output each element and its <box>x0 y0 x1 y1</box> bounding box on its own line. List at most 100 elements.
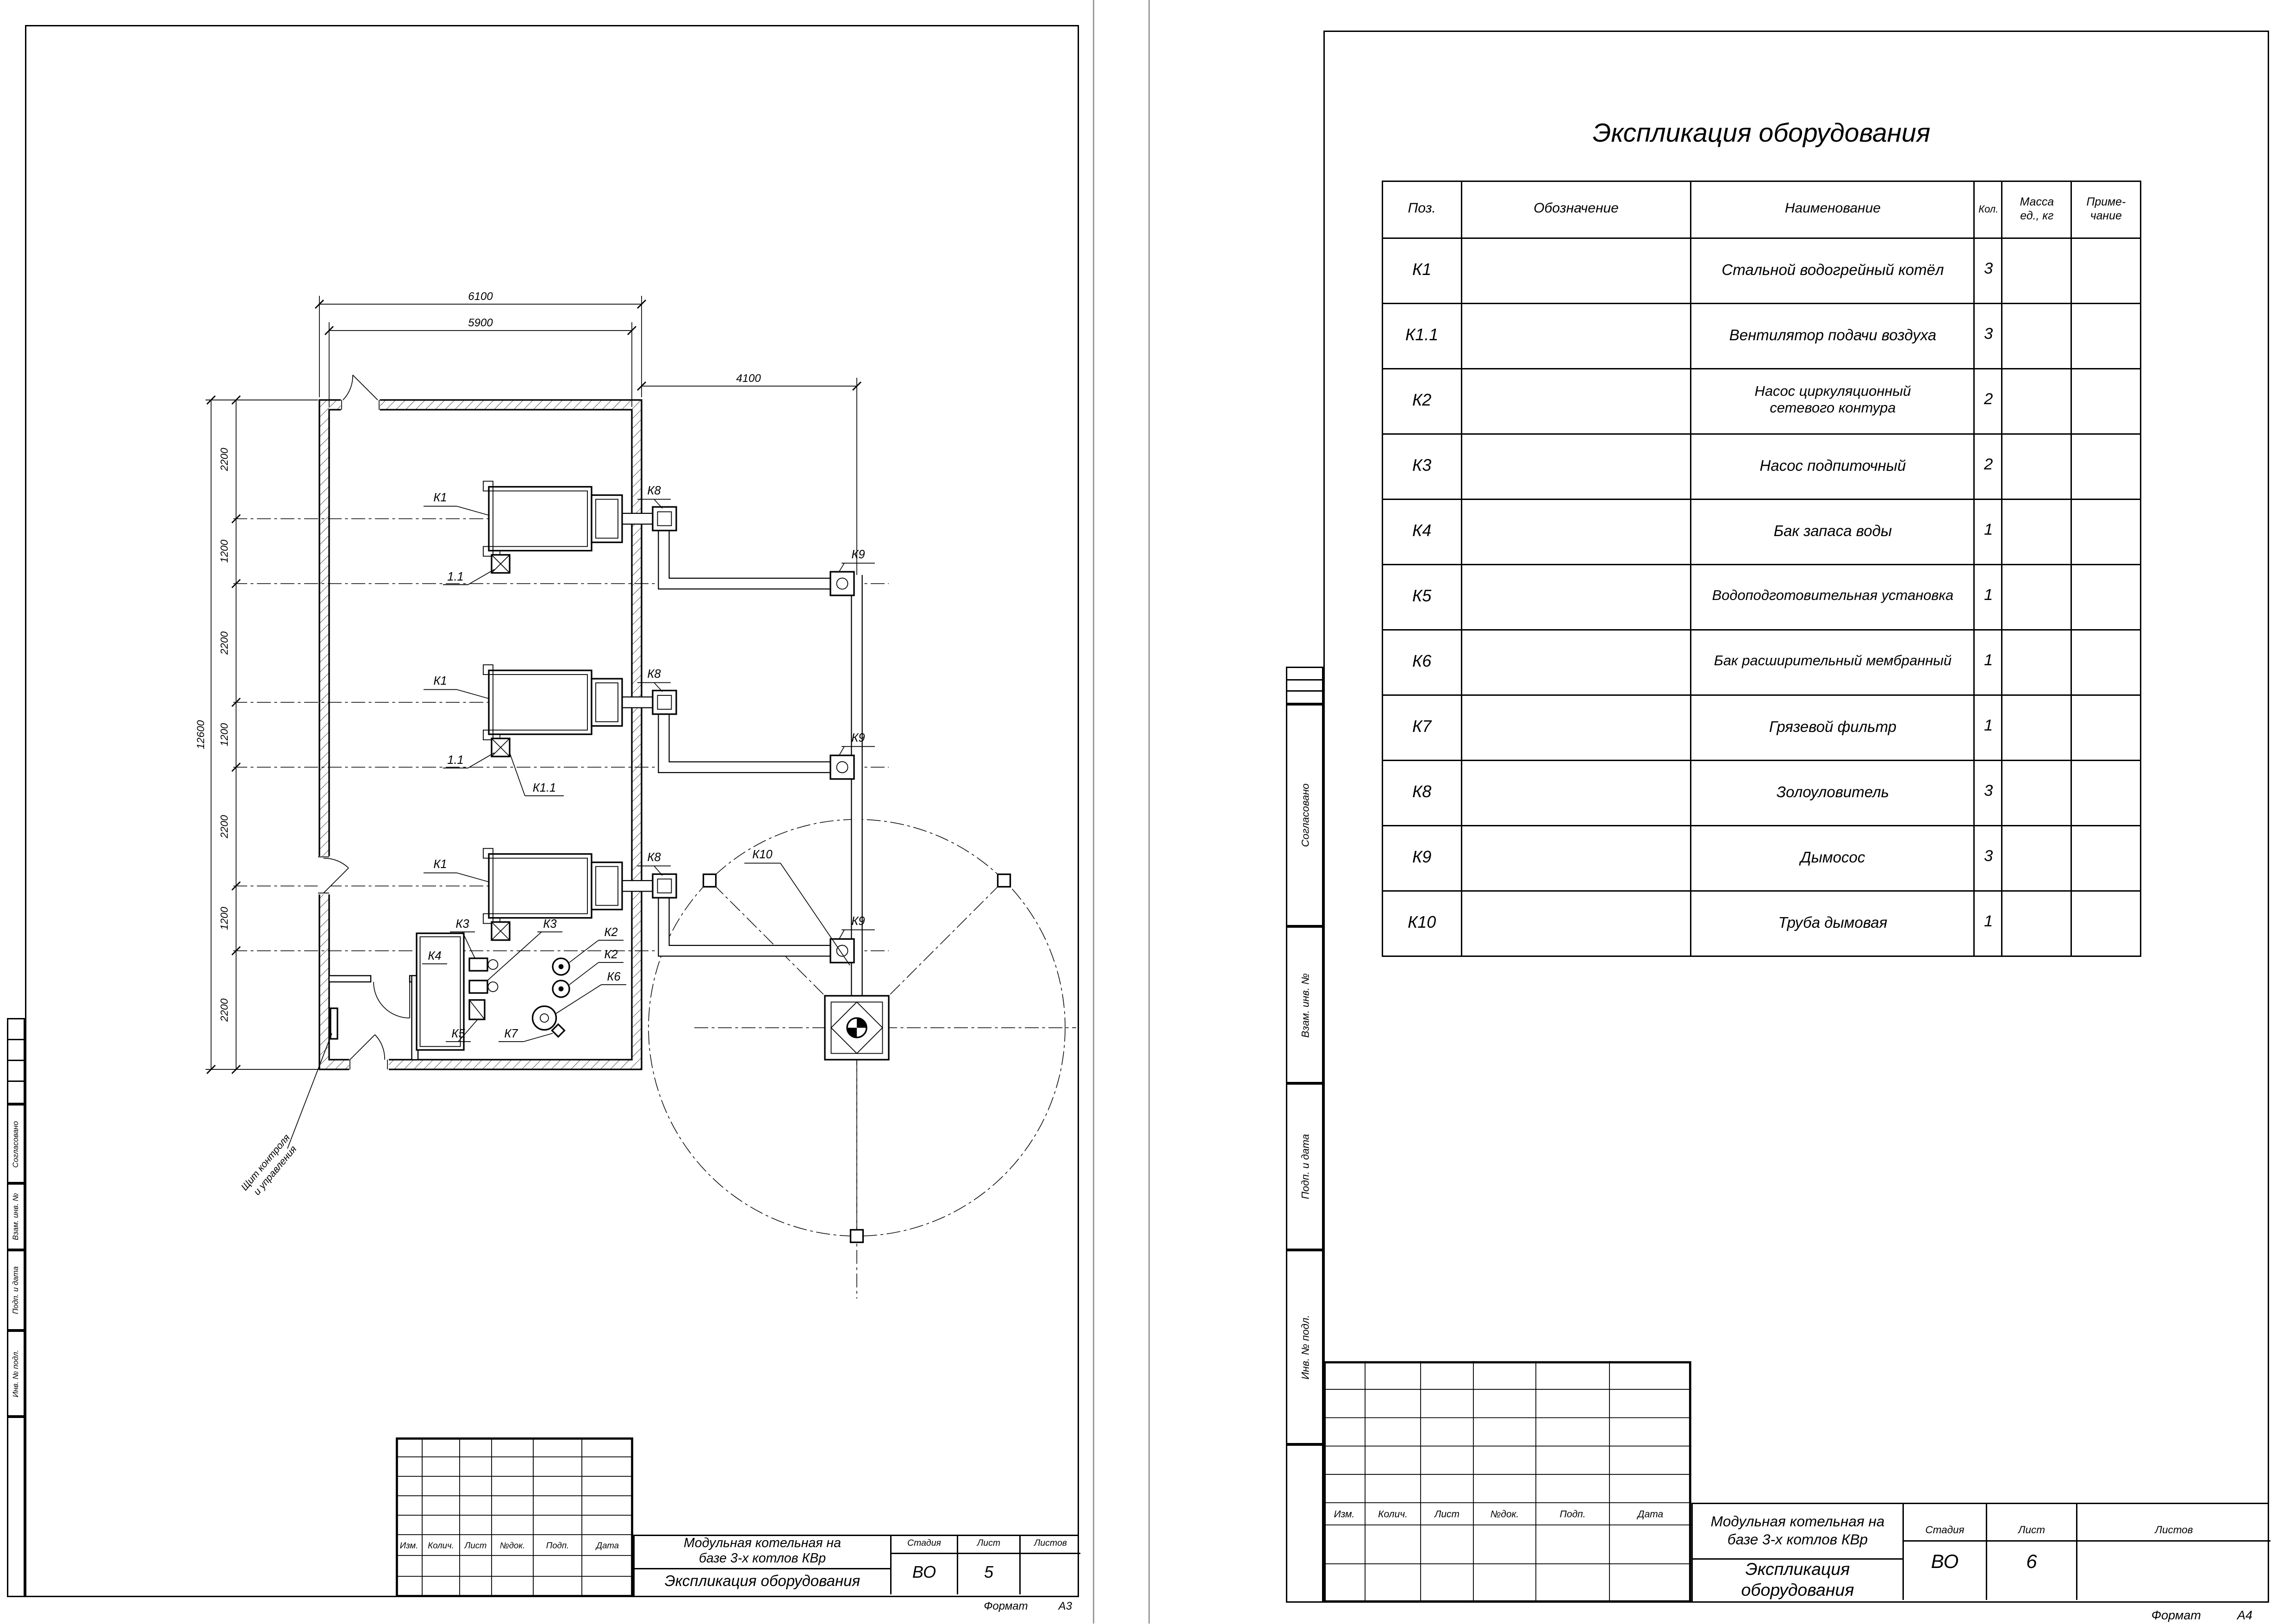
label-k1: К1 <box>433 858 447 871</box>
stage-label: Стадия <box>1903 1522 1987 1541</box>
margin-inv-original-a3: Инв. № подл. <box>7 1330 25 1417</box>
rev-header: Колич. <box>428 1540 454 1550</box>
label-fan-short: 1.1 <box>447 570 463 583</box>
row-qty: 2 <box>1975 369 2003 433</box>
margin-empty-a3 <box>7 1417 25 1597</box>
format-note-a4: Формат А4 <box>2055 1608 2252 1622</box>
row-mass <box>2003 500 2072 564</box>
row-name: Труба дымовая <box>1692 892 1976 956</box>
partition-walls <box>328 975 419 1061</box>
margin-inv-original-a4: Инв. № подл. <box>1286 1250 1323 1444</box>
rev-header: Лист <box>464 1540 487 1550</box>
format-note-a3: Формат А3 <box>889 1600 1072 1612</box>
label-k9: К9 <box>851 731 865 744</box>
axis-lines <box>233 518 1076 1299</box>
stage-value: ВО <box>1931 1550 1959 1573</box>
equipment-table: Поз. Обозначение Наименование Кол. Масса… <box>1382 181 2141 957</box>
row-mass <box>2003 631 2072 694</box>
margin-replaced-inv-a3: Взам. инв. № <box>7 1183 25 1250</box>
row-name: Дымосос <box>1692 826 1976 890</box>
row-pos: К4 <box>1383 500 1462 564</box>
rev-header: Подп. <box>546 1540 569 1550</box>
col-pos: Поз. <box>1383 182 1462 237</box>
col-designation: Обозначение <box>1462 182 1692 237</box>
table-row: К6 Бак расширительный мембранный 1 <box>1383 629 2140 694</box>
doors <box>318 375 389 1071</box>
row-designation <box>1462 631 1692 694</box>
rev-header: №док. <box>500 1540 525 1550</box>
dim-chain: 2200 <box>218 815 230 839</box>
row-designation <box>1462 369 1692 433</box>
sheets-label: Листов <box>1021 1536 1080 1554</box>
row-qty: 1 <box>1975 631 2003 694</box>
row-pos: К5 <box>1383 565 1462 629</box>
row-note <box>2072 435 2140 499</box>
row-note <box>2072 304 2140 368</box>
table-header-row: Поз. Обозначение Наименование Кол. Масса… <box>1383 182 2140 237</box>
row-designation <box>1462 892 1692 956</box>
rev-header: Подп. <box>1560 1509 1586 1520</box>
format-value: А4 <box>2237 1608 2252 1622</box>
row-designation <box>1462 239 1692 303</box>
row-qty: 3 <box>1975 826 2003 890</box>
margin-sign-date-a3: Подп. и дата <box>7 1250 25 1330</box>
label-k10: К10 <box>752 848 772 861</box>
margin-grid-a4 <box>1286 667 1323 704</box>
equipment-labels: К1 К1 К1 1.1 1.1 К1.1 К8 К8 К8 К9 К9 К9 <box>422 484 875 1042</box>
label-k2: К2 <box>604 948 617 961</box>
row-mass <box>2003 239 2072 303</box>
sheet-col: Лист 6 <box>1986 1504 2077 1600</box>
sheets-value <box>2077 1541 2270 1583</box>
row-pos: К6 <box>1383 631 1462 694</box>
equipment-list-title: Экспликация оборудования <box>1592 119 1931 149</box>
sheet-label: Лист <box>1986 1522 2077 1541</box>
row-qty: 1 <box>1975 892 2003 956</box>
row-name: Насос подпиточный <box>1692 435 1976 499</box>
table-row: К9 Дымосос 3 <box>1383 825 2140 890</box>
right-paper-edge <box>1148 0 1150 1624</box>
row-note <box>2072 696 2140 760</box>
margin-agreed-a4: Согласовано <box>1286 704 1323 926</box>
label-k8: К8 <box>647 484 661 497</box>
boiler-3 <box>483 848 623 941</box>
doc-title: Экспликация оборудования <box>1693 1560 1904 1600</box>
row-qty: 1 <box>1975 696 2003 760</box>
row-name: Водоподготовительная установка <box>1692 565 1976 629</box>
label-k1: К1 <box>433 491 447 504</box>
row-qty: 3 <box>1975 239 2003 303</box>
row-mass <box>2003 826 2072 890</box>
row-mass <box>2003 435 2072 499</box>
label-k5: К5 <box>451 1027 465 1040</box>
format-label: Формат <box>2151 1608 2201 1622</box>
row-qty: 1 <box>1975 565 2003 629</box>
row-qty: 2 <box>1975 435 2003 499</box>
pump-area <box>416 932 570 1051</box>
label-k2: К2 <box>604 926 617 939</box>
rev-header: Колич. <box>1378 1509 1408 1520</box>
flue-ducts <box>622 512 863 999</box>
sheets-col: Листов <box>2077 1504 2270 1600</box>
stage-value: ВО <box>912 1563 936 1583</box>
dim-width-outer: 6100 <box>468 290 493 303</box>
margin-sign-date-a4: Подп. и дата <box>1286 1083 1323 1250</box>
building-walls <box>318 399 642 1070</box>
row-qty: 1 <box>1975 500 2003 564</box>
row-mass <box>2003 892 2072 956</box>
label-k3: К3 <box>455 918 469 931</box>
row-name: Бак расширительный мембранный <box>1692 631 1976 694</box>
row-designation <box>1462 435 1692 499</box>
dim-width-inner: 5900 <box>468 317 493 329</box>
rev-header: Дата <box>595 1540 619 1550</box>
row-name: Стальной водогрейный котёл <box>1692 239 1976 303</box>
rev-header: Лист <box>1434 1509 1459 1520</box>
row-note <box>2072 565 2140 629</box>
sheet-value: 6 <box>2026 1550 2037 1573</box>
row-note <box>2072 500 2140 564</box>
margin-empty-a4 <box>1286 1444 1323 1603</box>
row-pos: К8 <box>1383 761 1462 825</box>
